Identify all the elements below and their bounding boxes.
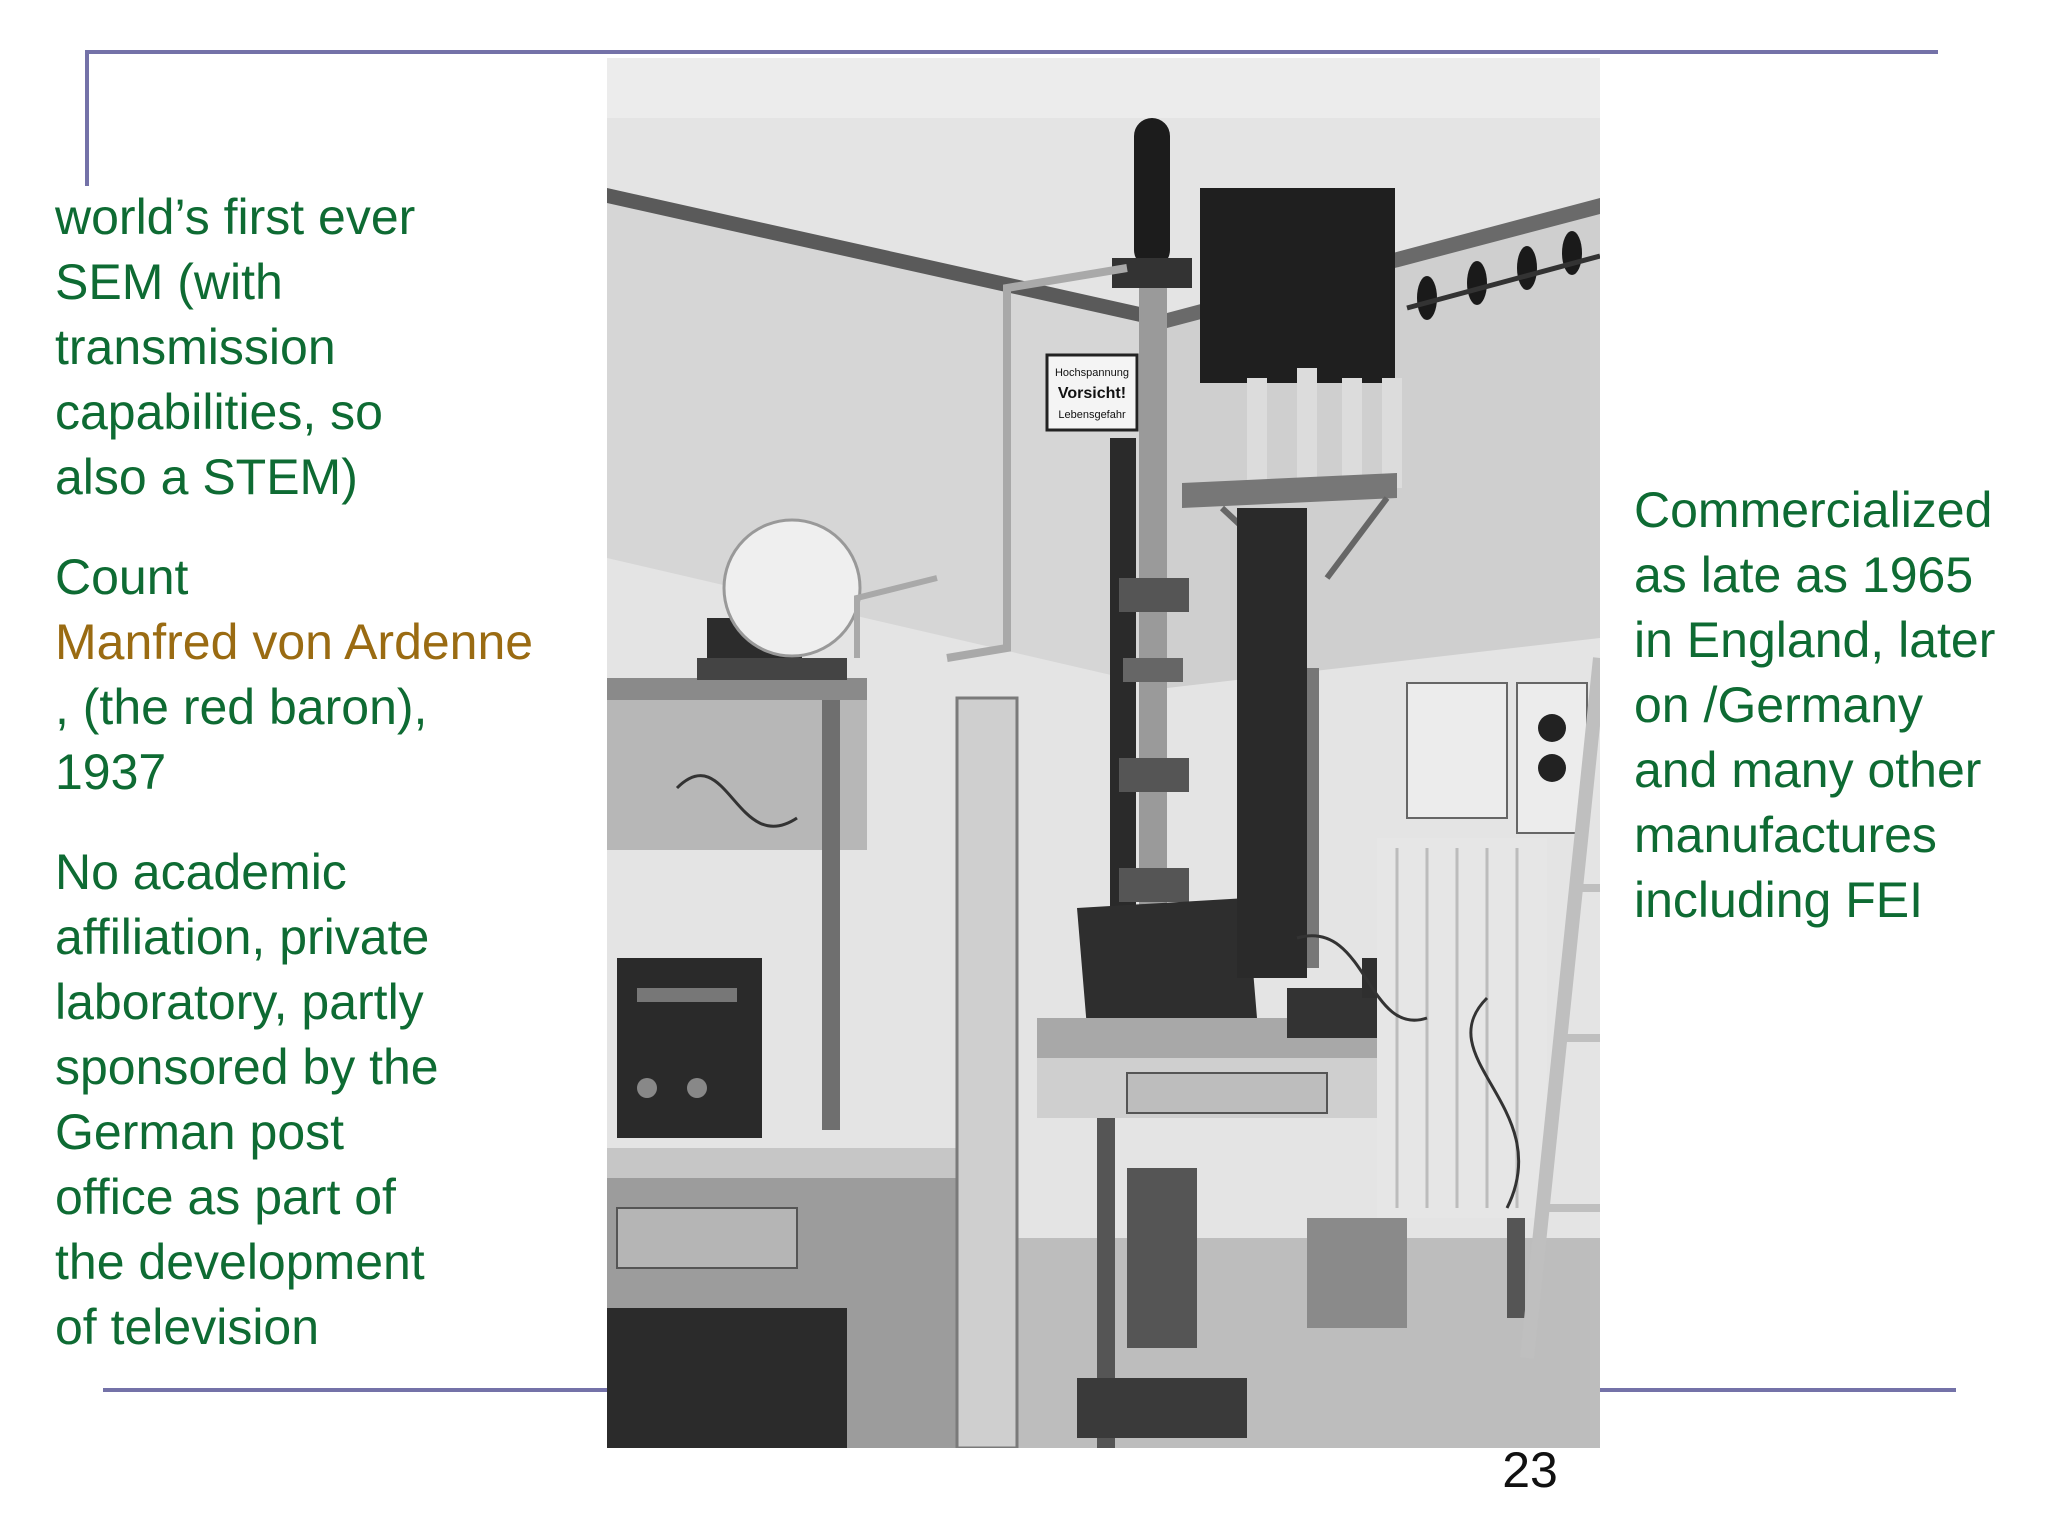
left-text-column: world’s first ever SEM (with transmissio… xyxy=(55,185,615,1360)
top-rule xyxy=(85,50,1938,54)
text-line: , (the red baron), xyxy=(55,679,428,735)
text-line: laboratory, partly xyxy=(55,974,424,1030)
text-line: including FEI xyxy=(1634,872,1924,928)
text-line: and many other xyxy=(1634,742,1982,798)
sem-laboratory-photo: Hochspannung Vorsicht! Lebensgefahr xyxy=(607,58,1600,1448)
manfred-von-ardenne-link[interactable]: Manfred von Ardenne xyxy=(55,614,534,670)
text-line: capabilities, so xyxy=(55,384,383,440)
text-line: Commercialized xyxy=(1634,482,1993,538)
text-line: No academic xyxy=(55,844,347,900)
left-rule xyxy=(85,50,89,186)
paragraph-first-sem: world’s first ever SEM (with transmissio… xyxy=(55,185,615,510)
sign-line-2: Vorsicht! xyxy=(1058,385,1126,402)
text-line: office as part of xyxy=(55,1169,396,1225)
text-line: German post xyxy=(55,1104,345,1160)
text-line: affiliation, private xyxy=(55,909,430,965)
text-line: manufactures xyxy=(1634,807,1937,863)
text-line: also a STEM) xyxy=(55,449,358,505)
text-line: world’s first ever xyxy=(55,189,416,245)
text-line: as late as 1965 xyxy=(1634,547,1974,603)
sign-line-3: Lebensgefahr xyxy=(1058,409,1126,421)
warning-sign xyxy=(1045,353,1139,432)
paragraph-ardenne: Count Manfred von Ardenne , (the red bar… xyxy=(55,545,615,805)
text-line: in England, later xyxy=(1634,612,1996,668)
photo-illustration: Hochspannung Vorsicht! Lebensgefahr xyxy=(607,58,1600,1448)
sign-line-1: Hochspannung xyxy=(1055,367,1129,379)
text-line: 1937 xyxy=(55,744,167,800)
text-line: SEM (with xyxy=(55,254,283,310)
text-line: on /Germany xyxy=(1634,677,1924,733)
paragraph-affiliation: No academic affiliation, private laborat… xyxy=(55,840,615,1360)
text-line: of television xyxy=(55,1299,320,1355)
page-number: 23 xyxy=(1502,1442,1558,1498)
text-line: transmission xyxy=(55,319,336,375)
text-line: sponsored by the xyxy=(55,1039,439,1095)
text-line: Count xyxy=(55,549,189,605)
text-line: the development xyxy=(55,1234,425,1290)
right-text-column: Commercialized as late as 1965 in Englan… xyxy=(1634,478,2039,933)
